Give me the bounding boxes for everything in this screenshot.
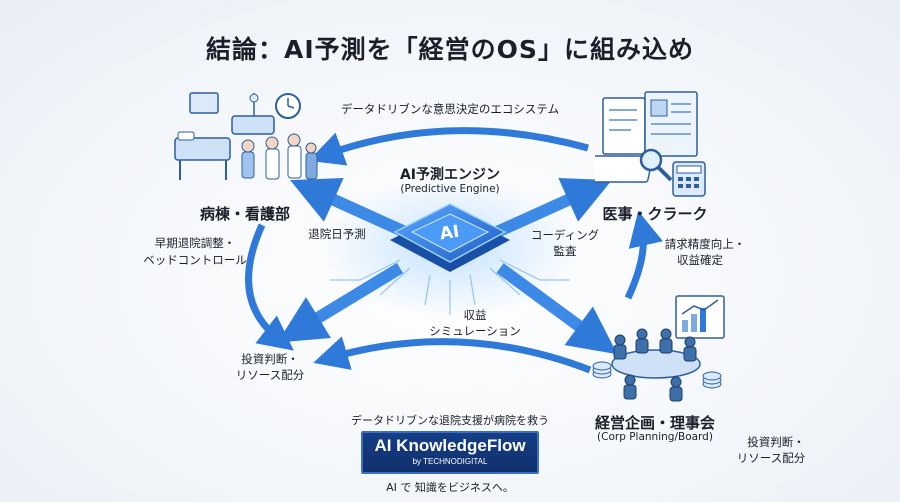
- mgmt-note-line1: 投資判断・: [747, 435, 805, 449]
- ward-node-label: 病棟・看護部: [199, 205, 290, 223]
- ward-illustration: [174, 92, 318, 180]
- logo-sub-text: by TECHNODIGITAL: [412, 457, 488, 466]
- ai-chip-icon: [390, 203, 510, 272]
- engine-arrow-mgmt: [496, 263, 618, 355]
- brand-logo: AI KnowledgeFlow by TECHNODIGITAL: [361, 431, 539, 474]
- logo-main-text: AI KnowledgeFlow: [374, 436, 526, 455]
- engine-arrow-left-bottom: [277, 262, 404, 343]
- cycle-arrow-right: [624, 210, 663, 300]
- arrow-label-mgmt-line1: 収益: [463, 308, 487, 322]
- chip-text: AI: [439, 222, 461, 245]
- cycle-arrow-left: [245, 223, 294, 351]
- mgmt-node-sublabel: (Corp Planning/Board): [597, 431, 713, 443]
- mgmt-note-line2: リソース配分: [736, 451, 806, 465]
- mgmt-node-label: 経営企画・理事会: [594, 414, 715, 432]
- arrow-label-left-bottom-line2: リソース配分: [235, 368, 305, 382]
- page-title: 結論：AI予測を「経営のOS」に組み込め: [206, 35, 694, 64]
- cycle-label: データドリブンな意思決定のエコシステム: [340, 102, 560, 116]
- mgmt-illustration: [592, 295, 725, 402]
- arrow-label-ward: 退院日予測: [308, 227, 366, 241]
- ward-note-line1: 早期退院調整・: [154, 236, 236, 250]
- footer-tagline: データドリブンな退院支援が病院を救う: [351, 414, 549, 427]
- arrow-label-clerk-line2: 監査: [553, 244, 577, 258]
- engine-arrow-clerk: [494, 178, 612, 238]
- arrow-label-mgmt-line2: シミュレーション: [429, 324, 521, 338]
- ward-note-line2: ベッドコントロール: [143, 253, 247, 267]
- clerk-illustration: [595, 91, 706, 197]
- engine-label: AI予測エンジン: [399, 167, 501, 183]
- arrow-label-clerk-line1: コーディング: [530, 228, 600, 242]
- engine-sublabel: (Predictive Engine): [400, 183, 500, 195]
- arrow-label-left-bottom-line1: 投資判断・: [241, 352, 299, 366]
- cycle-arrow-top: [308, 127, 589, 166]
- clerk-node-label: 医事・クラーク: [602, 205, 708, 223]
- clerk-note-line1: 請求精度向上・: [664, 237, 746, 251]
- footer-slogan: AI で 知識をビジネスへ。: [386, 481, 514, 494]
- engine-arrow-ward: [290, 178, 408, 238]
- cycle-arrow-bottom: [313, 336, 592, 374]
- clerk-note-line2: 収益確定: [677, 253, 723, 267]
